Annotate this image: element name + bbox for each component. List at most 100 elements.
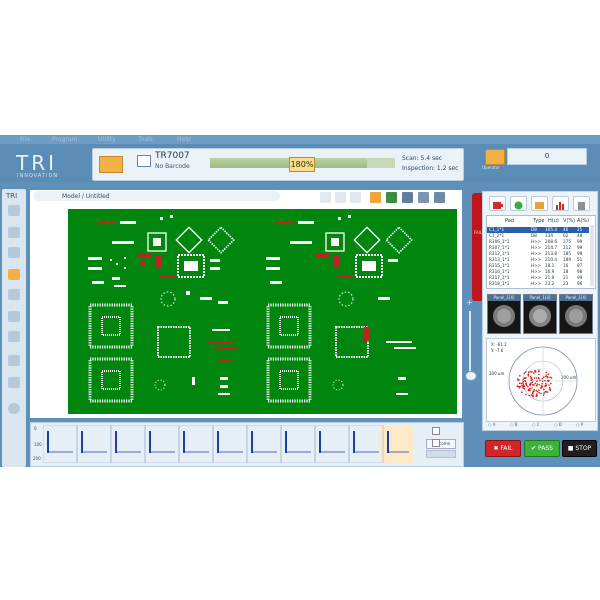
table-cell: 105.4 bbox=[545, 227, 557, 232]
save-icon[interactable] bbox=[8, 289, 20, 300]
pad-image bbox=[493, 305, 515, 327]
grid-icon[interactable] bbox=[350, 192, 361, 203]
table-cell: 98 bbox=[577, 269, 583, 274]
folder-icon[interactable] bbox=[8, 269, 20, 280]
offset-scatter-plot[interactable]: X: -61.2 Y: -7.6 100 um 200 um bbox=[486, 338, 596, 422]
scatter-point bbox=[533, 389, 535, 391]
measure-icon[interactable] bbox=[434, 192, 445, 203]
pass-button[interactable]: ✔ PASS bbox=[524, 440, 560, 457]
close-icon[interactable] bbox=[432, 427, 440, 435]
zoom-in-icon[interactable]: + bbox=[466, 298, 473, 307]
scatter-point bbox=[528, 394, 530, 397]
table-cell: 21.9 bbox=[545, 275, 555, 280]
refresh-icon[interactable] bbox=[510, 196, 527, 211]
settings-icon[interactable] bbox=[8, 247, 20, 258]
scatter-point bbox=[527, 373, 529, 376]
scatter-point bbox=[524, 377, 527, 379]
table-cell: 185 bbox=[563, 251, 571, 256]
table-cell: D8 bbox=[531, 233, 537, 238]
tools-icon[interactable] bbox=[8, 227, 20, 238]
search-icon[interactable] bbox=[8, 355, 20, 366]
chart-icon[interactable] bbox=[552, 196, 569, 211]
layers-icon[interactable] bbox=[402, 192, 413, 203]
stop-button-label: STOP bbox=[575, 445, 592, 452]
height-profile-strip: 0 100 200 Welcome bbox=[30, 422, 464, 467]
radio-option-p[interactable]: ○ P bbox=[576, 422, 584, 427]
list-icon[interactable] bbox=[8, 377, 20, 388]
menu-utility[interactable]: Utility bbox=[98, 136, 116, 143]
table-cell: 208.6 bbox=[545, 239, 557, 244]
menu-help[interactable]: Help bbox=[177, 136, 191, 143]
scatter-axis-label: 100 um bbox=[489, 371, 505, 376]
menu-tools[interactable]: Tools bbox=[138, 136, 153, 143]
table-cell: 99 bbox=[577, 251, 583, 256]
scatter-point bbox=[521, 385, 523, 387]
scatter-point bbox=[529, 375, 532, 378]
menu-program[interactable]: Program bbox=[52, 136, 78, 143]
grid-icon[interactable] bbox=[335, 192, 346, 203]
panel-image-thumbnail[interactable]: Panel_1[4] bbox=[523, 294, 557, 334]
trash-icon[interactable] bbox=[573, 196, 590, 211]
scatter-point bbox=[540, 392, 542, 395]
settings-icon[interactable] bbox=[531, 196, 548, 211]
panel-image-thumbnail[interactable]: Panel_1[4] bbox=[487, 294, 521, 334]
zoom-slider[interactable] bbox=[469, 311, 471, 373]
radio-option-c[interactable]: ○ C bbox=[532, 422, 540, 427]
radio-option-a[interactable]: ○ A bbox=[488, 422, 496, 427]
column-header: V(%) bbox=[563, 218, 576, 224]
camera-icon[interactable] bbox=[8, 331, 20, 342]
zoom-icon[interactable] bbox=[370, 192, 381, 203]
operator-icon[interactable] bbox=[485, 149, 505, 165]
scatter-point bbox=[548, 384, 550, 386]
program-icon[interactable] bbox=[8, 205, 20, 216]
strip-scale-label: 200 bbox=[33, 456, 41, 461]
color-icon[interactable] bbox=[386, 192, 397, 203]
stop-button[interactable]: ■ STOP bbox=[562, 440, 597, 457]
table-cell: 18 bbox=[563, 269, 569, 274]
pcb-board-view[interactable] bbox=[68, 209, 457, 414]
board-icon[interactable] bbox=[99, 156, 123, 173]
progress-badge: 180% bbox=[289, 157, 315, 172]
x-readout: X: -61.2 bbox=[491, 342, 507, 347]
scatter-point bbox=[522, 383, 525, 385]
table-cell: 62 bbox=[563, 233, 569, 238]
print-icon[interactable] bbox=[8, 311, 20, 322]
scan-time: Scan: 5.4 sec bbox=[402, 155, 443, 162]
profile-frames[interactable] bbox=[43, 425, 413, 463]
radio-option-b[interactable]: ○ B bbox=[510, 422, 518, 427]
table-cell: 23 bbox=[563, 281, 569, 286]
table-cell: 99 bbox=[577, 239, 583, 244]
breadcrumb: Model / Untitled bbox=[62, 193, 110, 200]
expand-icon[interactable] bbox=[432, 439, 440, 447]
strip-option-button[interactable] bbox=[426, 450, 456, 458]
menu-file[interactable]: File bbox=[20, 136, 31, 143]
scatter-point bbox=[545, 371, 548, 374]
pad-image bbox=[529, 305, 551, 327]
scatter-canvas bbox=[508, 346, 578, 416]
panel-image-thumbnail[interactable]: Panel_1[4] bbox=[559, 294, 593, 334]
scatter-point bbox=[531, 381, 534, 384]
strip-welcome-button[interactable]: Welcome bbox=[426, 439, 456, 449]
fail-list-tab[interactable] bbox=[472, 193, 482, 301]
fail-button-label: FAIL bbox=[500, 445, 513, 452]
scatter-point bbox=[527, 375, 530, 377]
layout-icon[interactable] bbox=[418, 192, 429, 203]
scatter-point bbox=[546, 391, 549, 393]
film-icon[interactable] bbox=[489, 196, 506, 211]
table-cell: 23.2 bbox=[545, 281, 555, 286]
table-scrollbar[interactable] bbox=[590, 225, 594, 286]
table-cell: 16 bbox=[563, 263, 569, 268]
scatter-point bbox=[525, 393, 527, 396]
radio-option-d[interactable]: ○ D bbox=[554, 422, 562, 427]
table-cell: R313_1*1 bbox=[489, 257, 510, 262]
fail-button[interactable]: ✖ FAIL bbox=[485, 440, 521, 457]
scatter-point bbox=[521, 391, 523, 393]
scatter-point bbox=[527, 385, 529, 388]
grid-icon[interactable] bbox=[320, 192, 331, 203]
table-cell: 16.9 bbox=[545, 269, 555, 274]
column-header: Type bbox=[533, 218, 545, 224]
zoom-slider-handle[interactable] bbox=[465, 371, 477, 381]
scatter-point bbox=[538, 391, 540, 394]
help-icon[interactable] bbox=[8, 403, 20, 414]
